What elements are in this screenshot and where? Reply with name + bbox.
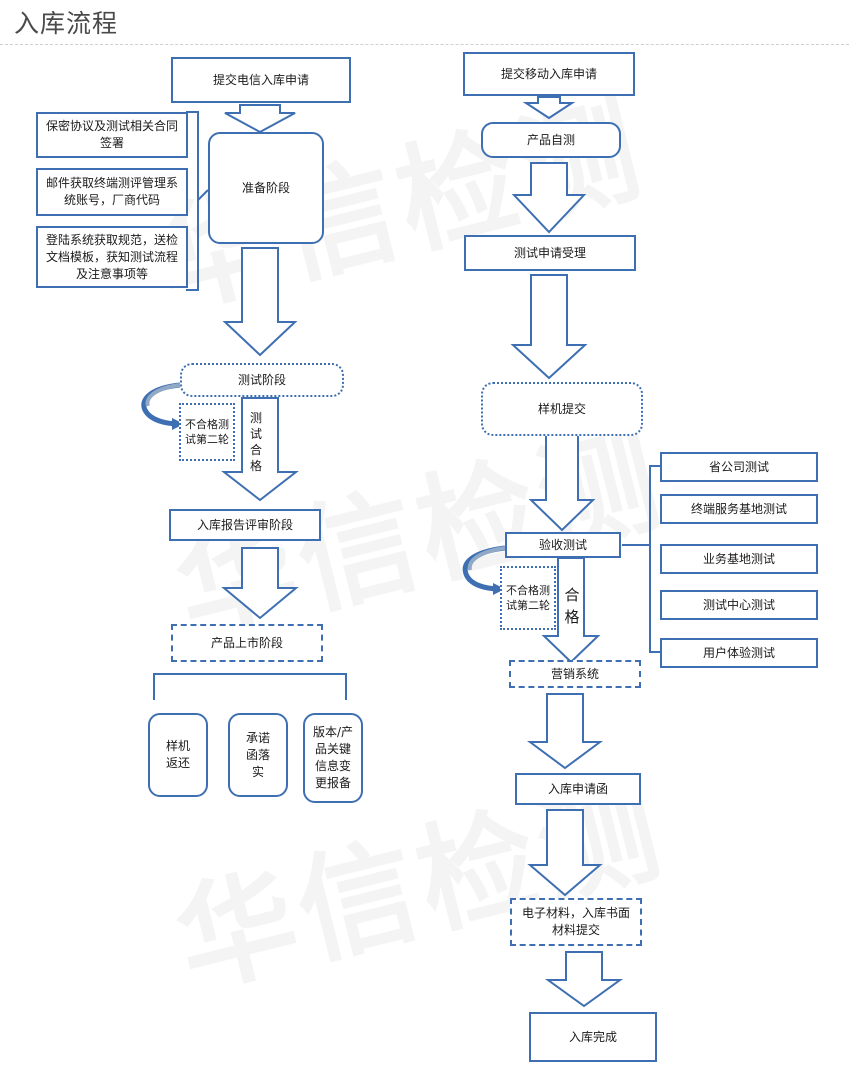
prep-item-login-box: 登陆系统获取规范，送检文档模板，获知测试流程及注意事项等 [36,226,188,288]
page-title: 入库流程 [14,9,119,38]
arrow-down-icon [541,557,601,664]
acceptance-test-box: 验收测试 [505,532,621,558]
materials-submit-box: 电子材料，入库书面材料提交 [510,898,642,946]
arrow-down-icon [221,397,299,502]
arrow-down-icon [224,104,296,134]
arrow-down-icon [527,809,603,897]
business-base-test-box: 业务基地测试 [660,544,818,574]
warehousing-complete-box: 入库完成 [529,1012,657,1062]
prep-item-contract-box: 保密协议及测试相关合同签署 [36,112,188,158]
arrow-down-icon [528,431,596,532]
arrow-down-icon [544,951,624,1008]
arrow-down-icon [526,693,604,770]
arrow-down-icon [522,96,576,120]
title-divider [0,44,849,45]
pass-label: 合格 [564,586,580,626]
user-experience-test-box: 用户体验测试 [660,638,818,668]
test-stage-box: 测试阶段 [180,363,344,397]
marketing-system-box: 营销系统 [509,660,641,688]
bracket-connector [186,111,199,291]
prep-item-account-box: 邮件获取终端测评管理系统账号，厂商代码 [36,168,188,216]
bracket-connector [649,465,660,653]
product-self-test-box: 产品自测 [481,122,621,158]
fail-second-round-box: 不合格测试第二轮 [179,403,235,461]
application-letter-box: 入库申请函 [515,773,641,805]
prep-stage-box: 准备阶段 [208,132,324,244]
test-pass-label: 测试合格 [249,411,262,473]
report-review-stage-box: 入库报告评审阶段 [169,509,321,541]
submit-mobile-application-box: 提交移动入库申请 [463,52,635,96]
arrow-down-icon [222,247,298,357]
submit-telecom-application-box: 提交电信入库申请 [171,57,351,103]
fail-second-round-box: 不合格测试第二轮 [500,566,556,630]
market-stage-box: 产品上市阶段 [171,624,323,662]
sample-submit-box: 样机提交 [481,382,643,436]
bracket-connector [153,673,347,700]
province-test-box: 省公司测试 [660,452,818,482]
terminal-service-base-test-box: 终端服务基地测试 [660,494,818,524]
outcome-version-change-box: 版本/产品关键信息变更报备 [303,713,363,803]
test-application-accept-box: 测试申请受理 [464,235,636,271]
arrow-down-icon [510,274,588,380]
outcome-sample-return-box: 样机返还 [148,713,208,797]
test-center-test-box: 测试中心测试 [660,590,818,620]
outcome-commitment-box: 承诺函落实 [228,713,288,797]
arrow-down-icon [511,162,587,234]
arrow-down-icon [221,547,299,620]
